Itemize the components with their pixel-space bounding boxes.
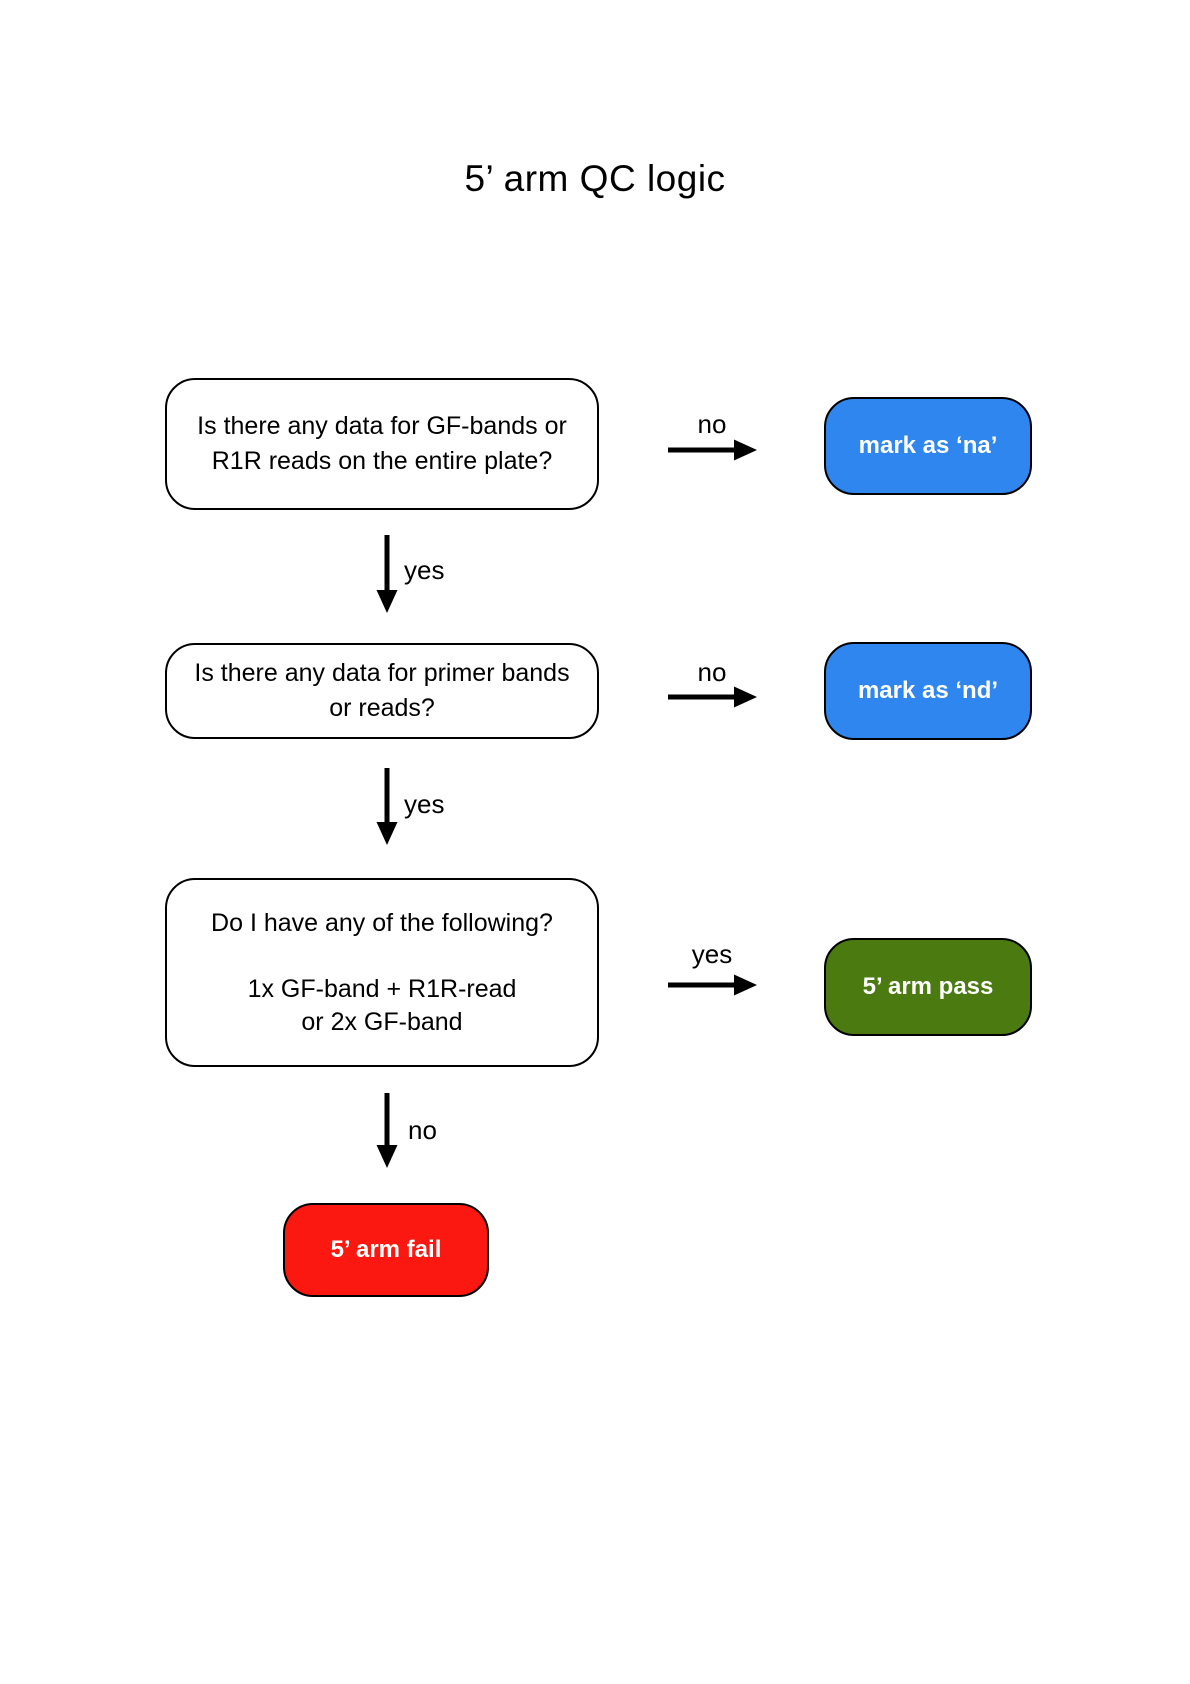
question-line: Is there any data for GF-bands or [197,412,567,440]
arrow-right-icon [668,439,757,461]
question-node-primer-band-data: Is there any data for primer bands or re… [165,643,599,739]
question-options: 1x GF-band + R1R-read or 2x GF-band [248,973,517,1039]
question-line: R1R reads on the entire plate? [211,447,553,475]
result-node-mark-na: mark as ‘na’ [824,397,1032,495]
question-option: 1x GF-band + R1R-read [247,974,517,1003]
result-label: 5’ arm pass [862,973,994,1000]
arrow-right-icon [668,974,757,996]
edge-label-yes: yes [404,789,445,819]
question-line: or reads? [329,694,435,722]
arrow-down-icon [376,1093,398,1168]
diagram-title: 5’ arm QC logic [464,158,726,199]
edge-label-yes: yes [691,939,733,969]
result-node-arm-fail: 5’ arm fail [283,1203,489,1297]
question-line: Do I have any of the following? [211,908,553,937]
result-label: 5’ arm fail [330,1236,442,1263]
arrow-right-icon [668,686,757,708]
question-node-gf-band-data: Is there any data for GF-bands or R1R re… [165,378,599,510]
result-label: mark as ‘nd’ [857,677,999,704]
result-node-arm-pass: 5’ arm pass [824,938,1032,1036]
arrow-down-icon [376,535,398,613]
edge-label-no: no [697,409,727,439]
result-label: mark as ‘na’ [858,432,998,459]
arrow-down-icon [376,768,398,845]
edge-label-no: no [408,1115,437,1145]
question-node-band-combinations: Do I have any of the following? 1x GF-ba… [165,878,599,1067]
result-node-mark-nd: mark as ‘nd’ [824,642,1032,740]
question-line: Is there any data for primer bands [194,659,570,687]
edge-label-yes: yes [404,555,445,585]
edge-label-no: no [697,657,727,687]
question-option: or 2x GF-band [301,1007,463,1036]
